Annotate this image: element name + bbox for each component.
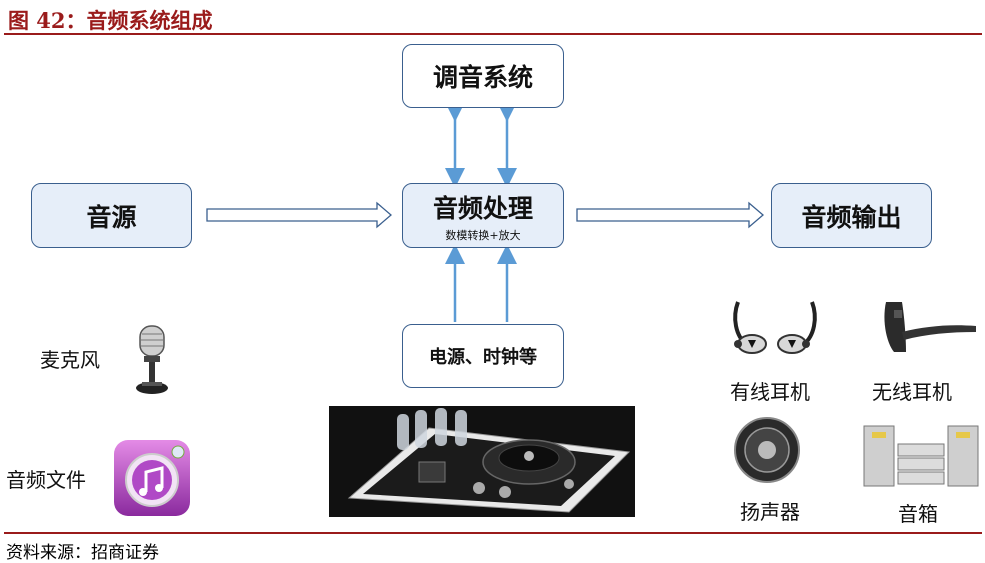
figure-header: 图 42：音频系统组成 [4, 2, 982, 35]
wireless-earphone-icon [884, 302, 976, 352]
audio-file-label: 音频文件 [6, 468, 86, 492]
source-to-processing-arrow [206, 201, 392, 229]
audio-processing-box: 音频处理 数模转换+放大 [402, 183, 564, 248]
wired-earphone-icon [733, 301, 817, 354]
processing-to-output-arrow [576, 201, 764, 229]
audio-output-label: 音频输出 [801, 202, 902, 232]
wired-earphone-label: 有线耳机 [730, 380, 810, 404]
audio-processing-label: 音频处理 [432, 193, 533, 223]
footer-divider [4, 532, 982, 534]
audio-output-box: 音频输出 [771, 183, 932, 248]
speaker-icon [734, 417, 800, 483]
tuning-system-box: 调音系统 [402, 44, 564, 108]
audio-source-label: 音源 [86, 202, 137, 232]
power-clock-box: 电源、时钟等 [402, 324, 564, 388]
sound-box-label: 音箱 [898, 502, 938, 526]
wireless-earphone-label: 无线耳机 [872, 380, 952, 404]
sound-box-icon [863, 425, 979, 487]
audio-source-box: 音源 [31, 183, 192, 248]
title-divider [4, 33, 982, 35]
audio-processing-sublabel: 数模转换+放大 [445, 228, 521, 242]
microphone-icon [136, 325, 168, 394]
tuning-system-label: 调音系统 [432, 63, 533, 92]
speaker-label: 扬声器 [740, 500, 800, 524]
microphone-label: 麦克风 [40, 348, 100, 372]
phone-turntable-image [329, 406, 635, 517]
source-note: 资料来源：招商证券 [6, 543, 159, 563]
figure-title: 图 42：音频系统组成 [8, 8, 213, 33]
power-clock-label: 电源、时钟等 [429, 347, 537, 368]
music-app-icon [114, 440, 190, 516]
